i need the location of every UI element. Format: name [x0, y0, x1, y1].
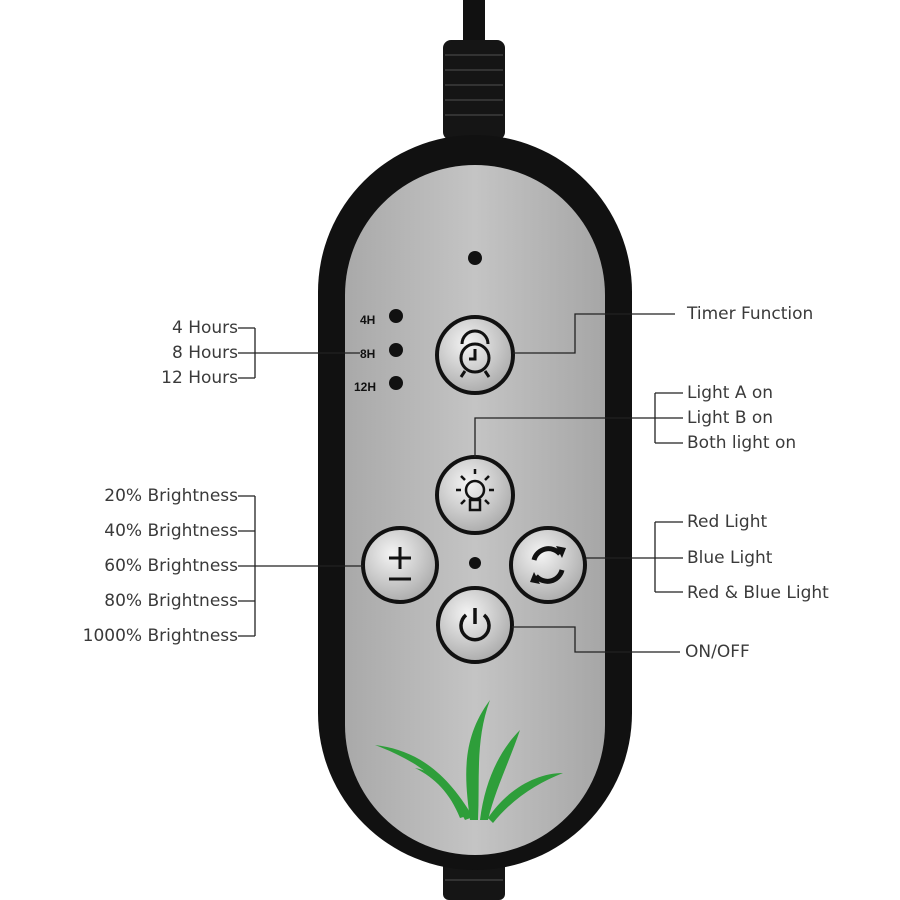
label-both-lights: Both light on — [687, 433, 797, 453]
color-button[interactable] — [509, 526, 587, 604]
label-brightness-1000: 1000% Brightness — [82, 626, 238, 646]
indicator-8h: 8H — [360, 347, 375, 361]
plus-minus-icon — [389, 547, 411, 581]
label-timer-function: Timer Function — [687, 304, 814, 324]
label-red-light: Red Light — [687, 512, 768, 532]
label-light-b: Light B on — [687, 408, 774, 428]
leader-lines — [238, 313, 683, 653]
power-icon — [459, 608, 491, 642]
power-button[interactable] — [436, 586, 514, 664]
label-8-hours: 8 Hours — [171, 343, 238, 363]
label-brightness-80: 80% Brightness — [104, 591, 238, 611]
status-led — [468, 251, 482, 265]
cable-top — [443, 0, 505, 140]
indicator-12h: 12H — [354, 380, 376, 394]
brightness-button[interactable] — [361, 526, 439, 604]
label-on-off: ON/OFF — [685, 642, 750, 662]
light-button[interactable] — [435, 455, 515, 535]
leaf-logo — [375, 700, 563, 823]
timer-indicators: 4H 8H 12H — [354, 309, 403, 394]
cycle-arrows-icon — [531, 546, 565, 584]
light-bulb-icon — [456, 469, 494, 512]
label-4-hours: 4 Hours — [171, 318, 238, 338]
label-blue-light: Blue Light — [687, 548, 773, 568]
label-12-hours: 12 Hours — [161, 368, 238, 388]
label-brightness-60: 60% Brightness — [104, 556, 238, 576]
alarm-clock-icon — [459, 329, 491, 378]
label-brightness-40: 40% Brightness — [104, 521, 238, 541]
mode-led — [469, 557, 481, 569]
label-light-a: Light A on — [687, 383, 774, 403]
label-red-blue-light: Red & Blue Light — [687, 583, 829, 603]
indicator-4h: 4H — [360, 313, 375, 327]
timer-button[interactable] — [435, 315, 515, 395]
label-brightness-20: 20% Brightness — [104, 486, 238, 506]
